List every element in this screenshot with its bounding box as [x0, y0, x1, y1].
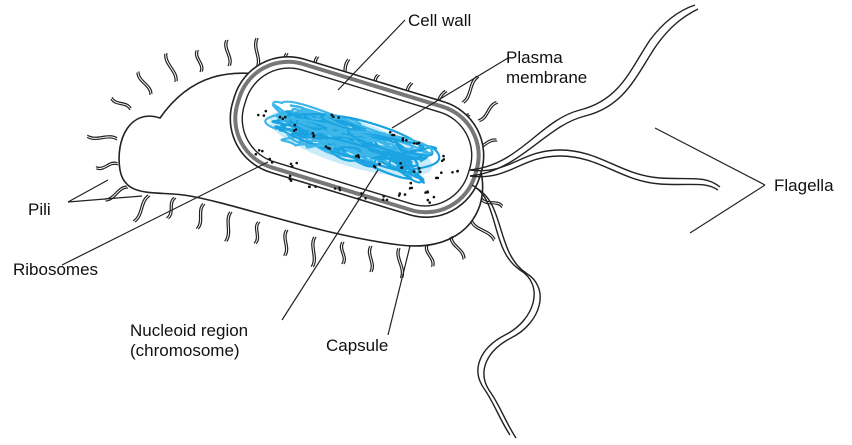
pilus — [472, 220, 495, 239]
ribosome-dot — [337, 116, 340, 119]
ribosome-dot — [308, 185, 311, 188]
pilus — [139, 71, 152, 94]
ribosome-dot — [295, 162, 298, 165]
ribosome-dot — [312, 132, 315, 135]
pilus — [478, 102, 496, 120]
ribosome-dot — [291, 165, 294, 168]
ribosome-dot — [405, 139, 408, 142]
ribosome-dot — [393, 134, 396, 137]
ribosome-dot — [389, 131, 392, 134]
pilus — [464, 77, 479, 103]
ribosome-dot — [401, 166, 404, 169]
ribosome-dot — [433, 196, 436, 199]
pilus — [284, 230, 286, 256]
ribosome-dot — [411, 187, 414, 190]
pilus — [133, 195, 148, 221]
ribosome-dot — [355, 155, 358, 158]
ribosome-dot — [290, 179, 293, 182]
ribosome-dot — [378, 163, 381, 166]
ribosome-dot — [284, 116, 287, 119]
label-nucleoid-region: Nucleoid region (chromosome) — [130, 321, 248, 361]
ribosome-dot — [419, 171, 422, 174]
ribosome-dot — [263, 114, 266, 117]
pilus — [87, 135, 117, 138]
ribosome-dot — [271, 161, 274, 164]
ribosome-dot — [442, 155, 445, 158]
ribosome-dot — [440, 171, 443, 174]
pilus — [452, 236, 465, 259]
ribosome-dot — [402, 137, 405, 140]
pilus — [286, 230, 288, 256]
pilus — [471, 222, 494, 241]
pilus — [167, 53, 177, 81]
ribosome-dot — [382, 198, 385, 201]
pilus — [254, 222, 258, 244]
pilus — [311, 237, 314, 267]
ribosome-dot — [289, 175, 292, 178]
ribosome-dot — [399, 162, 402, 165]
ribosome-dot — [404, 193, 407, 196]
ribosome-dot — [386, 199, 389, 202]
ribosome-dot — [413, 170, 416, 173]
ribosome-dot — [332, 115, 335, 118]
ribosome-dot — [257, 114, 260, 117]
label-cell-wall: Cell wall — [408, 11, 471, 31]
ribosome-dot — [437, 177, 440, 180]
ribosome-dot — [334, 187, 337, 190]
label-ribosomes: Ribosomes — [13, 260, 98, 280]
ribosome-dot — [282, 118, 285, 121]
ribosome-dot — [327, 147, 330, 150]
ribosome-dot — [358, 156, 361, 159]
ribosome-dot — [410, 182, 413, 185]
pilus — [165, 54, 175, 82]
pilus — [135, 196, 150, 222]
ribosome-dot — [294, 124, 297, 127]
pilus — [256, 222, 260, 244]
ribosome-dot — [255, 153, 258, 156]
pilus — [137, 72, 150, 95]
ribosome-dot — [364, 197, 367, 200]
ribosome-dot — [338, 186, 341, 189]
ribosome-dot — [418, 142, 421, 145]
ribosome-dot — [382, 195, 385, 198]
ribosome-dot — [268, 158, 271, 161]
ribosome-dot — [261, 150, 264, 153]
ribosome-dot — [451, 171, 454, 174]
ribosome-dot — [279, 116, 282, 119]
pilus — [313, 237, 316, 267]
label-plasma-membrane: Plasma membrane — [506, 48, 587, 88]
ribosome-dot — [339, 189, 342, 192]
pilus — [87, 137, 117, 140]
ribosome-dot — [314, 185, 317, 188]
ribosome-dot — [427, 199, 430, 202]
pilus — [480, 103, 498, 121]
label-pili: Pili — [28, 200, 51, 220]
ribosome-dot — [426, 190, 429, 193]
ribosome-dot — [456, 170, 459, 173]
ribosome-dot — [443, 158, 446, 161]
ribosome-dot — [325, 145, 328, 148]
ribosome-dot — [312, 135, 315, 138]
label-flagella: Flagella — [774, 176, 834, 196]
label-capsule: Capsule — [326, 336, 388, 356]
ribosome-dot — [398, 194, 401, 197]
pilus — [450, 237, 463, 260]
ribosome-dot — [265, 110, 268, 113]
ribosome-dot — [373, 165, 376, 168]
pilus — [462, 76, 477, 102]
ribosome-dot — [413, 142, 416, 145]
ribosome-dot — [290, 163, 293, 166]
ribosome-dot — [295, 128, 298, 131]
ribosome-dot — [418, 167, 421, 170]
ribosome-dot — [428, 201, 431, 204]
ribosome-dot — [258, 149, 261, 152]
